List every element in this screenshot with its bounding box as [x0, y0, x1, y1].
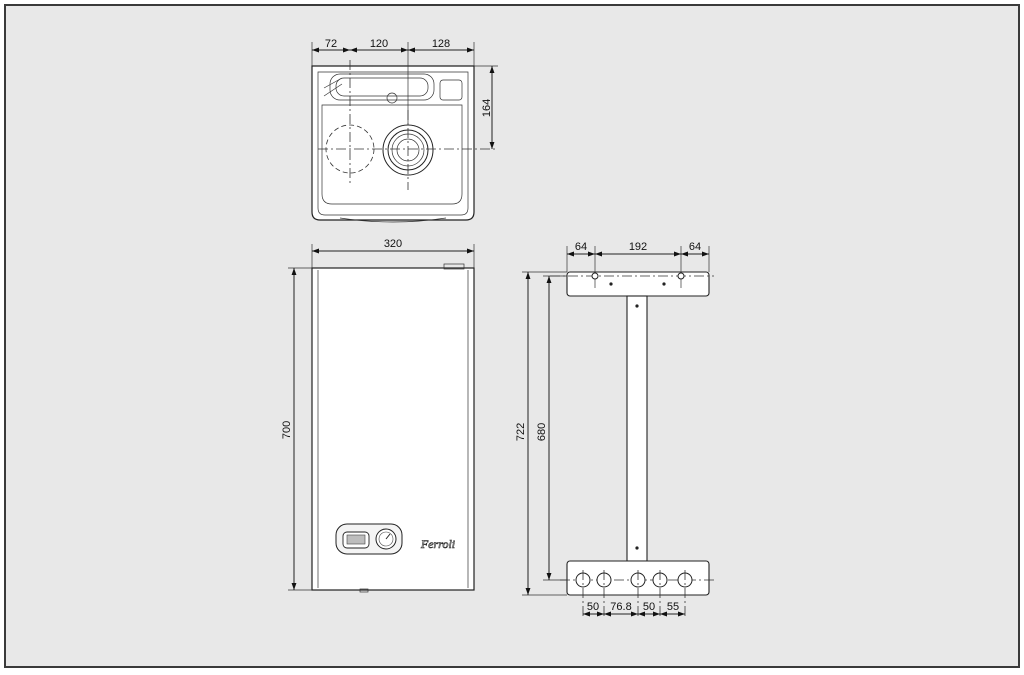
bracket-dim-192: 192 — [629, 241, 647, 253]
bracket-dim-50-a: 50 — [587, 601, 599, 613]
front-dim-700: 700 — [281, 421, 293, 439]
bracket-dim-722: 722 — [515, 423, 527, 441]
top-dim-164: 164 — [481, 99, 493, 117]
brand-logo: Ferroli — [420, 537, 455, 551]
mounting-hole-left — [591, 272, 599, 280]
bracket-dim-50-b: 50 — [643, 601, 655, 613]
top-dim-128: 128 — [432, 38, 450, 50]
front-dim-320: 320 — [384, 238, 402, 250]
top-view: 72 120 128 164 — [311, 38, 498, 223]
bracket-dim-680: 680 — [536, 423, 548, 441]
top-view-casing — [311, 65, 475, 221]
bracket-dim-64-left: 64 — [575, 241, 587, 253]
top-dim-72: 72 — [325, 38, 337, 50]
bracket-view: 64 192 64 722 680 50 76.8 50 55 — [515, 241, 716, 618]
drawing-sheet — [4, 4, 1020, 668]
bracket-dim-64-right: 64 — [689, 241, 701, 253]
bracket-dim-76-8: 76.8 — [610, 601, 631, 613]
top-dim-120: 120 — [370, 38, 388, 50]
bracket-stem — [626, 295, 648, 562]
front-view: Ferroli 320 700 — [281, 238, 475, 593]
bracket-dim-55: 55 — [667, 601, 679, 613]
mounting-hole-right — [677, 272, 685, 280]
